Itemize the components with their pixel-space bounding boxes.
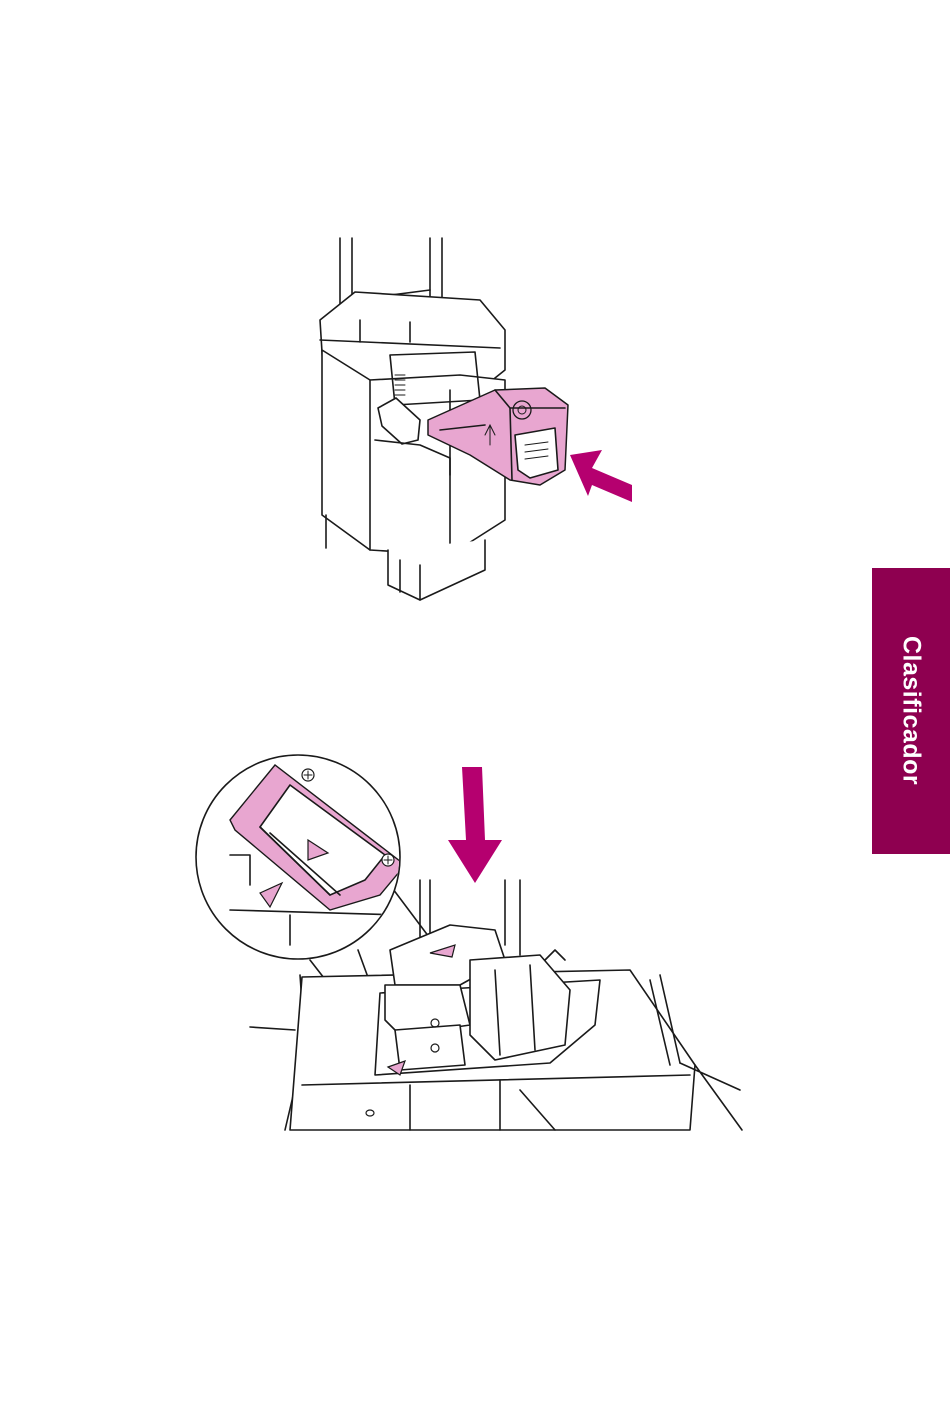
arrow-down-icon xyxy=(448,767,502,883)
staple-cartridge-insert-illustration xyxy=(300,230,650,610)
arrow-left-icon xyxy=(570,450,632,502)
section-tab: Clasificador xyxy=(872,568,950,854)
section-tab-label: Clasificador xyxy=(897,636,926,785)
cartridge-press-down-illustration xyxy=(190,745,760,1140)
